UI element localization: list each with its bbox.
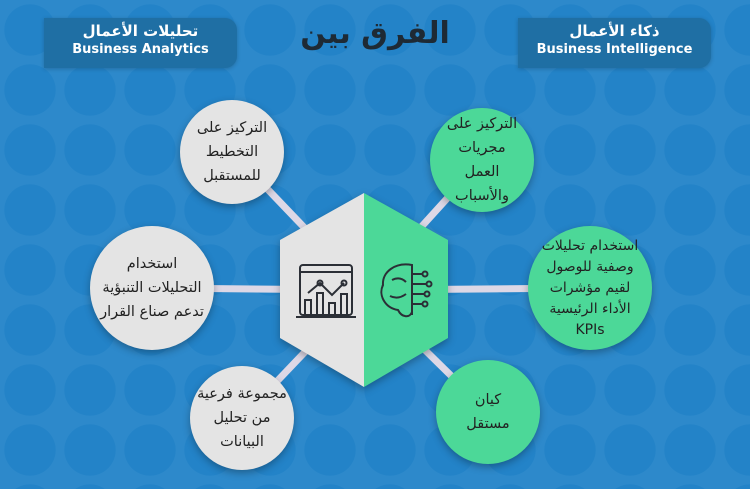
analytics-point-2: استخدام التحليلات التنبؤية تدعم صناع الق… [90,226,214,350]
analytics-point-3: مجموعة فرعية من تحليل البيانات [190,366,294,470]
hexagon-right-half [364,193,448,387]
analytics-arabic: تحليلات الأعمال [82,22,199,40]
analytics-point-1: التركيز على التخطيط للمستقبل [180,100,284,204]
intelligence-point-2: استخدام تحليلات وصفية للوصول لقيم مؤشرات… [528,226,652,350]
intelligence-point-3: كيان مستقل [436,360,540,464]
business-analytics-label: تحليلات الأعمال Business Analytics [44,18,237,68]
hexagon-left-half [280,193,364,387]
analytics-chart-icon [296,264,356,318]
page-title: الفرق بين [300,16,450,51]
intelligence-arabic: ذكاء الأعمال [569,22,660,40]
intelligence-english: Business Intelligence [536,42,693,57]
business-intelligence-label: ذكاء الأعمال Business Intelligence [518,18,711,68]
intelligence-point-1: التركيز على مجريات العمل والأسباب [430,108,534,212]
analytics-english: Business Analytics [72,42,209,57]
brain-icon [380,263,433,318]
